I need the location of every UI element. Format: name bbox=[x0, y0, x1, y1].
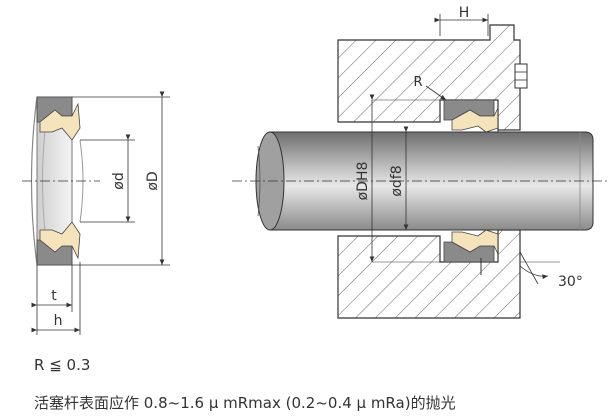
seal-profile-top bbox=[36, 96, 81, 141]
label-d: ød bbox=[111, 172, 127, 189]
seal-section-view: ød øD t h bbox=[22, 91, 170, 335]
installation-view: H R øDH8 ødf8 30° bbox=[232, 5, 610, 319]
surface-finish-note: 活塞杆表面应作 0.8~1.6 μ mRmax (0.2~0.4 μ mRa)的… bbox=[34, 394, 456, 412]
label-t: t bbox=[51, 288, 57, 304]
installed-seal-top bbox=[443, 99, 499, 133]
label-df8: ødf8 bbox=[389, 165, 405, 196]
label-DH8: øDH8 bbox=[355, 162, 371, 201]
label-D: øD bbox=[145, 171, 161, 190]
installed-seal-bottom bbox=[443, 229, 499, 263]
bolt bbox=[514, 63, 528, 89]
label-H: H bbox=[459, 5, 470, 21]
tolerance-note: R ≦ 0.3 bbox=[34, 356, 91, 374]
label-h: h bbox=[54, 313, 63, 329]
label-R: R bbox=[413, 75, 422, 90]
housing-top bbox=[337, 24, 521, 131]
seal-profile-bottom bbox=[36, 221, 81, 266]
label-angle: 30° bbox=[558, 274, 583, 290]
